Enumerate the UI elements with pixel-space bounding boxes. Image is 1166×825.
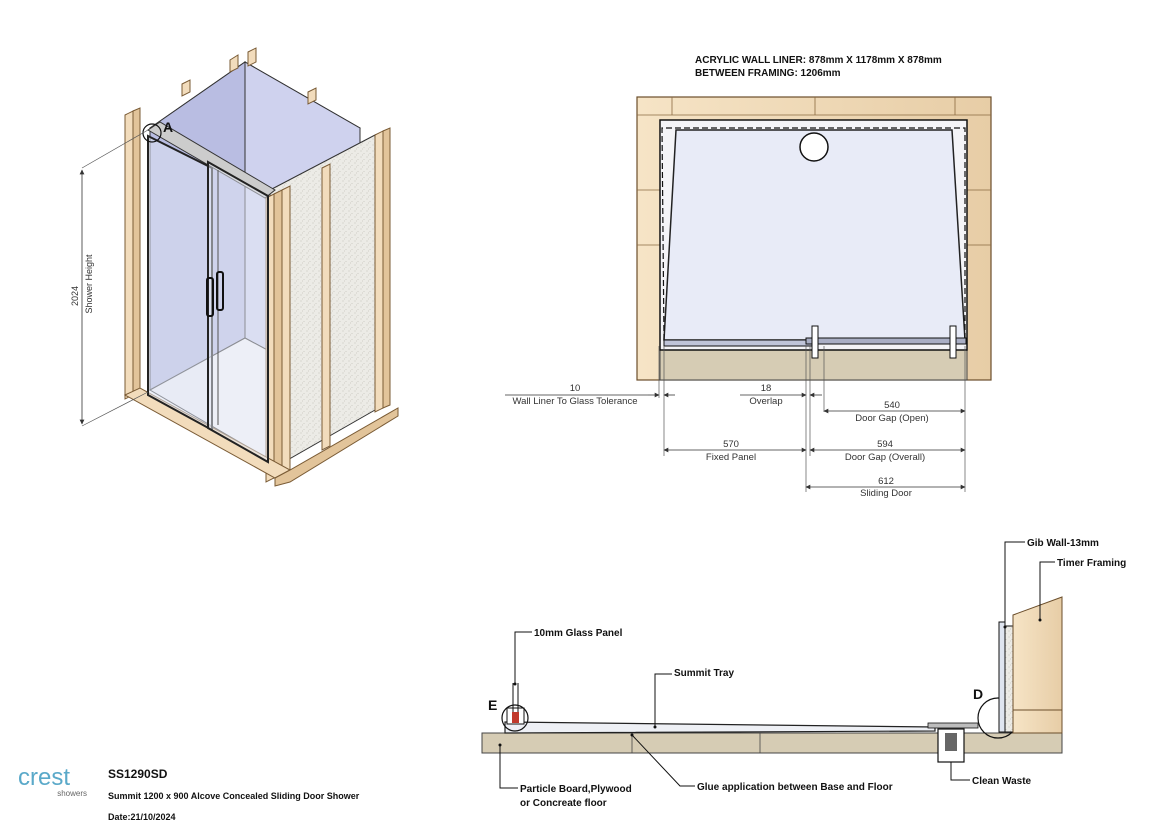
summit-tray-callout: Summit Tray (674, 668, 734, 679)
stud-right-2 (374, 130, 384, 413)
fixed-panel-plan (663, 339, 815, 347)
fixed-glass-panel (147, 134, 213, 432)
detail-d-label: D (973, 686, 983, 702)
sliding-glass-door (207, 160, 269, 464)
dim-594-value: 594 (877, 439, 893, 450)
stud-mid-3 (281, 185, 291, 475)
drawing-date: Date:21/10/2024 (108, 812, 176, 822)
height-ext-top (81, 129, 149, 169)
timber-framing-section (1012, 596, 1063, 711)
gib-wall-section (998, 621, 1006, 733)
section-view: E D Gib Wall-13mm Timer Framing 10mm Gla… (481, 538, 1126, 809)
isometric-view: A 2024 Shower Height (70, 47, 399, 487)
door-guide-left (811, 325, 819, 359)
dim-10-label: Wall Liner To Glass Tolerance (513, 396, 638, 407)
dim-18-label: Overlap (749, 396, 782, 407)
waste-grate (927, 722, 979, 729)
glue-callout: Glue application between Base and Floor (697, 782, 893, 793)
product-description: Summit 1200 x 900 Alcove Concealed Slidi… (108, 791, 360, 801)
dim-540-label: Door Gap (Open) (855, 413, 928, 424)
dim-612-label: Sliding Door (860, 488, 912, 499)
stud-left-front (124, 110, 134, 400)
framing-note: BETWEEN FRAMING: 1206mm (695, 68, 841, 79)
stud-right-3 (382, 127, 391, 409)
stud-top-4 (307, 87, 317, 105)
liner-dashed-outline (661, 127, 966, 341)
summit-tray (504, 721, 936, 734)
plan-view: ACRYLIC WALL LINER: 878mm X 1178mm X 878… (505, 55, 992, 499)
dim-570-value: 570 (723, 439, 739, 450)
dim-540-value: 540 (884, 400, 900, 411)
detail-a-label: A (163, 119, 173, 135)
dim-10-value: 10 (570, 383, 581, 394)
detail-e-label: E (488, 697, 497, 713)
particle-board-callout-1: Particle Board,Plywood (520, 784, 632, 795)
dim-594-label: Door Gap (Overall) (845, 452, 925, 463)
stud-top-2 (247, 47, 257, 67)
detail-e-circle (501, 704, 529, 732)
wall-liner-note: ACRYLIC WALL LINER: 878mm X 1178mm X 878… (695, 55, 942, 66)
glass-seal (512, 712, 519, 723)
height-value: 2024 (70, 286, 80, 306)
door-guide-right (949, 325, 957, 359)
gib-wall-callout: Gib Wall-13mm (1027, 538, 1099, 549)
stud-left-side (132, 107, 141, 396)
height-ext-bottom (81, 391, 149, 427)
crest-logo-sub: showers (57, 789, 87, 798)
dim-570-label: Fixed Panel (706, 452, 756, 463)
crest-logo: crest (18, 764, 70, 791)
particle-board-floor (481, 732, 1063, 754)
door-handle-left (206, 277, 214, 317)
clean-waste-callout: Clean Waste (972, 776, 1032, 787)
product-code: SS1290SD (108, 767, 168, 781)
door-handle-right (216, 271, 224, 311)
stud-top-1 (229, 54, 239, 73)
stud-mid-2 (273, 189, 283, 479)
glass-panel-callout: 10mm Glass Panel (534, 628, 623, 639)
sliding-door-plan (805, 337, 967, 345)
height-label: Shower Height (84, 254, 94, 314)
stud-right-1 (321, 163, 331, 451)
bottom-plate-side (274, 407, 399, 487)
stud-top-3 (181, 79, 191, 97)
particle-board-callout-2: or Concreate floor (520, 798, 607, 809)
title-block: crest showers SS1290SD Summit 1200 x 900… (18, 764, 360, 822)
timer-framing-callout: Timer Framing (1057, 558, 1126, 569)
waste-outlet (799, 132, 829, 162)
dim-612-value: 612 (878, 476, 894, 487)
bottom-plate-section (1012, 709, 1063, 734)
dim-18-value: 18 (761, 383, 772, 394)
